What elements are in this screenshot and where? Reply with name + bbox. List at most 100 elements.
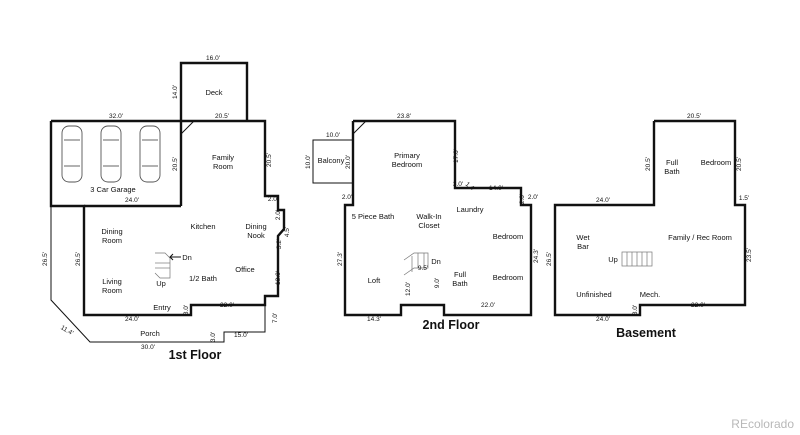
room-label: 3 Car Garage <box>90 185 135 194</box>
room-label-line: Bedroom <box>392 160 422 169</box>
room-label-line: Family <box>212 153 234 162</box>
dimension-label: 2.0' <box>342 194 352 201</box>
dimension-label: 13.0' <box>275 271 282 285</box>
dimension-label: 23.5' <box>746 248 753 262</box>
room-label: Kitchen <box>190 222 215 231</box>
room-label-line: Full <box>666 158 678 167</box>
dimension-label: 12.0' <box>405 282 412 296</box>
dimension-label: 7.0' <box>272 313 279 323</box>
dimension-label: 22.0' <box>691 302 705 309</box>
dimension-label: 10.0' <box>326 132 340 139</box>
dimension-label: 17.0' <box>453 149 460 163</box>
stairs-icon <box>621 251 653 267</box>
floor-title: 1st Floor <box>169 348 222 362</box>
room-label: Up <box>156 279 166 288</box>
dimension-label: 1.4' <box>464 181 476 193</box>
room-label-line: Closet <box>418 221 440 230</box>
room-label: Up <box>608 255 618 264</box>
dimension-label: 26.5' <box>546 252 553 266</box>
balcony-outline <box>312 139 353 184</box>
room-label-line: Room <box>102 286 122 295</box>
dimension-label: 26.5' <box>75 252 82 266</box>
watermark: REcolorado <box>731 417 794 431</box>
floor-title: Basement <box>616 326 677 340</box>
room-label-line: Room <box>102 236 122 245</box>
room-label: Dn <box>182 253 192 262</box>
room-label-line: Living <box>102 277 122 286</box>
dimension-label: 14.0' <box>489 185 503 192</box>
car-icon <box>61 125 83 183</box>
room-label: Mech. <box>640 290 660 299</box>
room-label-line: Nook <box>247 231 265 240</box>
dimension-label: 24.3' <box>533 249 540 263</box>
room-label-line: Room <box>213 162 233 171</box>
arrow-icon <box>169 253 181 261</box>
dimension-label: 24.0' <box>596 197 610 204</box>
dimension-label: 23.8' <box>397 113 411 120</box>
dimension-label: 20.5' <box>736 157 743 171</box>
door-swing <box>180 120 196 135</box>
dimension-label: 26.5' <box>42 252 49 266</box>
dimension-label: 22.0' <box>220 302 234 309</box>
dimension-label: 16.0' <box>206 55 220 62</box>
room-label: Dn <box>431 257 441 266</box>
room-label-line: Full <box>454 270 466 279</box>
car-icon <box>100 125 122 183</box>
dimension-label: 30.0' <box>141 344 155 351</box>
room-label-line: Dining <box>245 222 266 231</box>
dimension-label: 24.0' <box>125 197 139 204</box>
room-label: Unfinished <box>576 290 611 299</box>
floor-title: 2nd Floor <box>423 318 480 332</box>
room-label: Office <box>235 265 254 274</box>
room-label-line: Wet <box>576 233 590 242</box>
room-label-line: Dining <box>101 227 122 236</box>
room-label: Laundry <box>456 205 483 214</box>
dimension-label: 20.5' <box>172 157 179 171</box>
car-icon <box>139 125 161 183</box>
dimension-label: 3.0' <box>210 332 217 342</box>
dimension-label: 32.0' <box>109 113 123 120</box>
room-label: 1/2 Bath <box>189 274 217 283</box>
dimension-label: 20.5' <box>687 113 701 120</box>
first-floor-outer-walls <box>49 119 286 317</box>
dimension-label: 9.5' <box>418 265 428 272</box>
dimension-label: 10.0' <box>305 155 312 169</box>
room-label: Porch <box>140 329 160 338</box>
room-label: Bedroom <box>701 158 731 167</box>
dimension-label: 20.5' <box>266 153 273 167</box>
stairs-icon <box>154 252 171 279</box>
room-label-line: Bath <box>664 167 679 176</box>
dimension-label: 22.0' <box>481 302 495 309</box>
deck-walls <box>179 61 249 121</box>
room-label: 5 Piece Bath <box>352 212 395 221</box>
room-label: Bedroom <box>493 232 523 241</box>
dimension-label: 24.0' <box>596 316 610 323</box>
dimension-label: 20.0' <box>345 155 352 169</box>
dimension-label: 14.0' <box>172 85 179 99</box>
dimension-label: 2.0' <box>528 194 538 201</box>
dimension-label: 1.5' <box>739 195 749 202</box>
dimension-label: 11.4' <box>59 324 74 337</box>
dimension-label: 15.0' <box>234 332 248 339</box>
dimension-label: 4.5' <box>284 227 291 237</box>
dimension-label: 2.0' <box>275 210 282 220</box>
dimension-label: 20.5' <box>215 113 229 120</box>
dimension-label: 20.5' <box>645 157 652 171</box>
basement-outer-walls <box>553 119 747 317</box>
room-label: Family / Rec Room <box>668 233 732 242</box>
dimension-label: 3.0' <box>632 305 639 315</box>
second-floor-outer-walls <box>343 119 533 317</box>
room-label-line: Primary <box>394 151 420 160</box>
